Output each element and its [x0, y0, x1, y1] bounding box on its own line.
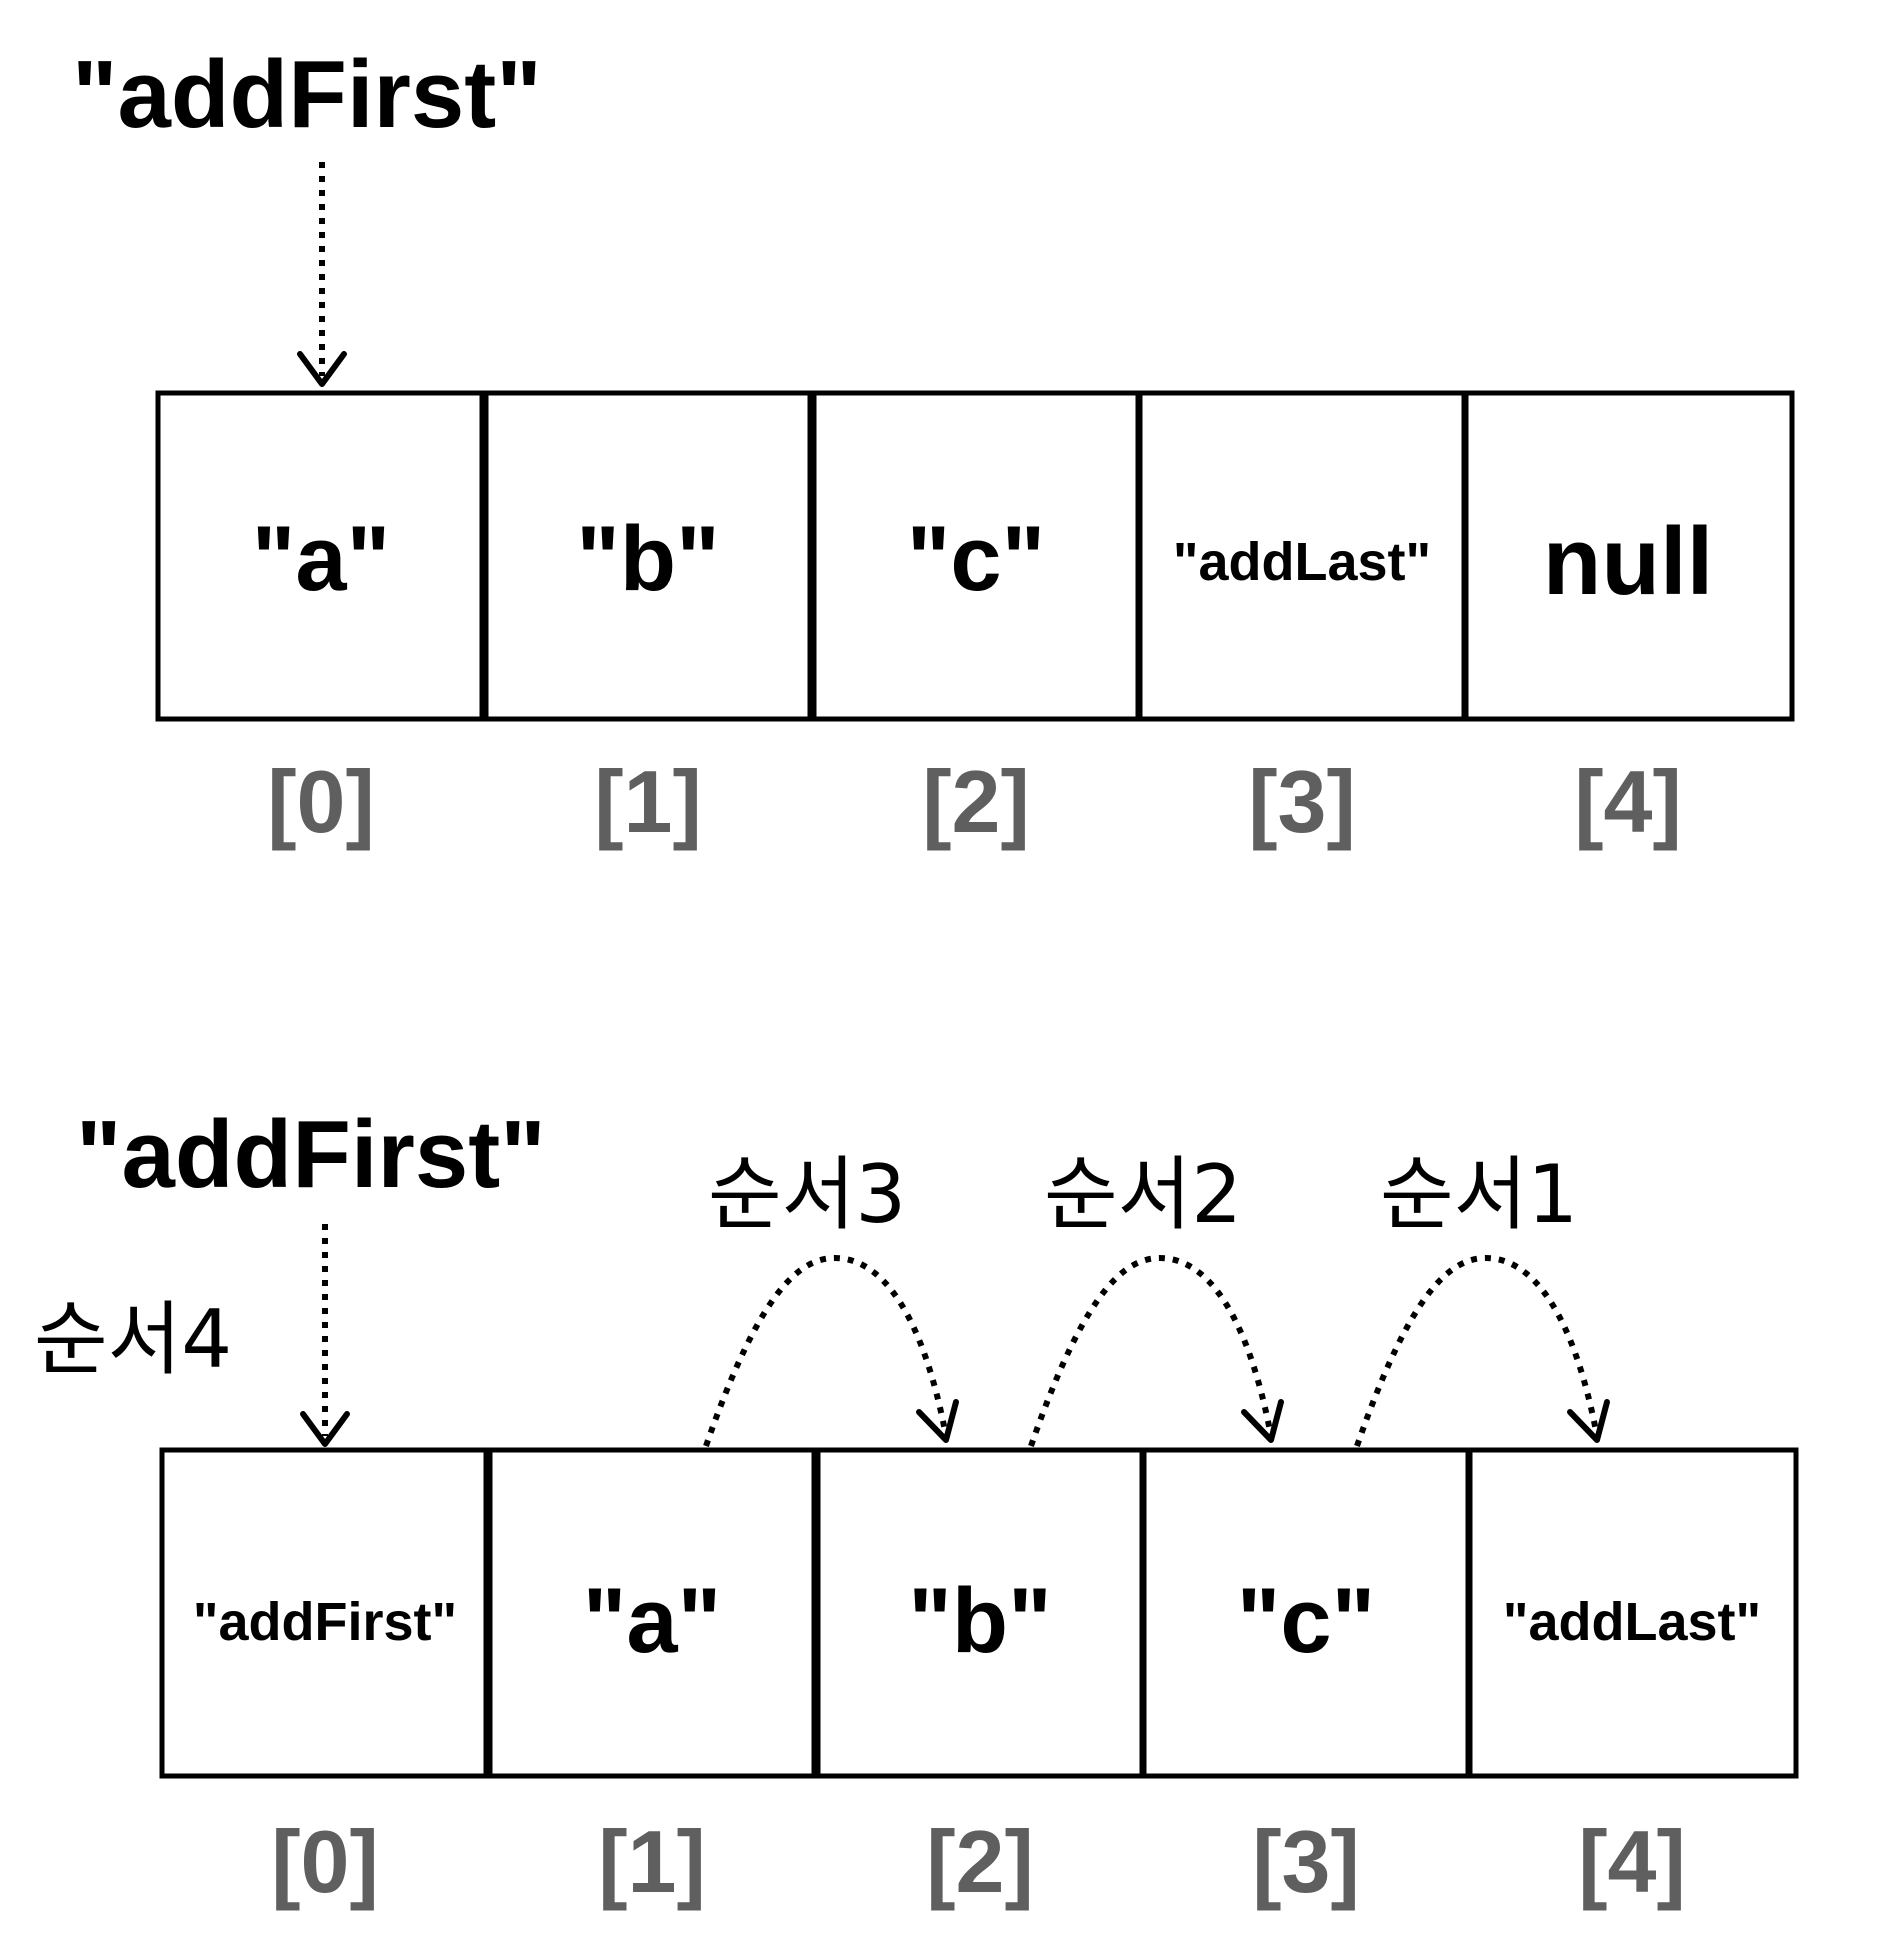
top-insert-arrow-head: [297, 351, 347, 387]
bottom-cell-3-box: [1141, 1447, 1471, 1779]
top-cell-2-value: "c": [907, 508, 1045, 610]
shift-arrow-step-2-curve: [1028, 1254, 1274, 1447]
bottom-cell-4-box: [1467, 1447, 1799, 1779]
shift-arrow-step-3-curve: [703, 1254, 949, 1447]
bottom-cell-1-box: [487, 1447, 817, 1779]
bottom-insert-arrow: [300, 1224, 350, 1447]
top-indices: [0] [1] [2] [3] [4]: [267, 752, 1682, 851]
top-insert-label: "addFirst": [72, 41, 542, 148]
bottom-index-1: [1]: [598, 1812, 706, 1911]
bottom-insert-arrow-head: [300, 1411, 350, 1447]
shift-arrow-step-3: [703, 1254, 959, 1447]
bottom-insert-label: "addFirst": [76, 1101, 546, 1208]
shift-arrow-step-2: [1028, 1254, 1284, 1447]
step-2-label: 순서2: [1044, 1148, 1242, 1241]
top-cell-1-value: "b": [576, 508, 719, 610]
bottom-array: "addFirst" "a" "b" "c" "addLast": [159, 1447, 1799, 1779]
top-index-3: [3]: [1248, 752, 1356, 851]
bottom-cell-4-value: "addLast": [1503, 1592, 1761, 1652]
shift-arrow-step-1-head: [1567, 1399, 1610, 1443]
top-cell-2-box: [811, 390, 1141, 722]
top-insert-arrow: [297, 162, 347, 387]
top-index-0: [0]: [267, 752, 375, 851]
top-index-4: [4]: [1574, 752, 1682, 851]
bottom-index-3: [3]: [1252, 1812, 1360, 1911]
top-panel: "addFirst" "a" "b" "c" "addLast" null [0…: [72, 41, 1795, 851]
bottom-index-2: [2]: [926, 1812, 1034, 1911]
bottom-index-4: [4]: [1578, 1812, 1686, 1911]
shift-arrow-step-1-curve: [1354, 1254, 1600, 1447]
bottom-cell-0-value: "addFirst": [193, 1592, 457, 1652]
bottom-cell-3-value: "c": [1237, 1570, 1375, 1672]
shift-arrow-step-3-head: [916, 1399, 959, 1443]
step-3-label: 순서3: [708, 1148, 906, 1241]
step-1-label: 순서1: [1380, 1148, 1578, 1241]
top-index-2: [2]: [922, 752, 1030, 851]
bottom-cell-0-box: [159, 1447, 489, 1779]
shift-arrow-step-1: [1354, 1254, 1610, 1447]
bottom-index-0: [0]: [271, 1812, 379, 1911]
top-cell-4-value: null: [1543, 508, 1714, 615]
top-array: "a" "b" "c" "addLast" null: [155, 390, 1795, 722]
bottom-indices: [0] [1] [2] [3] [4]: [271, 1812, 1686, 1911]
shift-arrow-step-2-head: [1241, 1399, 1284, 1443]
top-cell-0-value: "a": [252, 508, 390, 610]
step-4-label: 순서4: [34, 1293, 232, 1386]
bottom-panel: "addFirst" 순서4 순서3 순서2 순서1 "ad: [34, 1101, 1799, 1911]
bottom-cell-2-value: "b": [908, 1570, 1051, 1672]
top-cell-3-value: "addLast": [1173, 532, 1431, 592]
top-index-1: [1]: [594, 752, 702, 851]
top-cell-1-box: [483, 390, 813, 722]
top-cell-0-box: [155, 390, 485, 722]
bottom-cell-1-value: "a": [583, 1570, 721, 1672]
top-cell-4-box: [1463, 390, 1795, 722]
